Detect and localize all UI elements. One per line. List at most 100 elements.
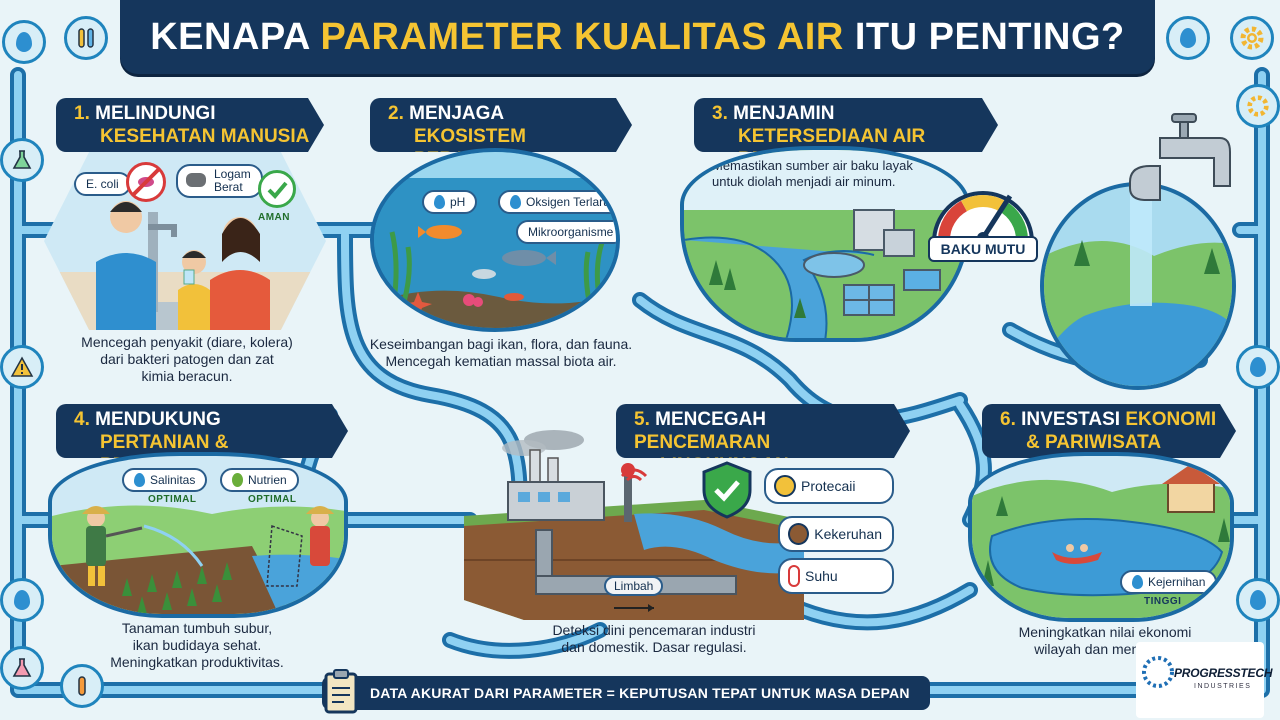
suhu-text: Suhu	[805, 568, 838, 584]
flask-icon	[0, 138, 44, 182]
section-2-heading: 2. MENJAGA EKOSISTEM PERAIRAN	[370, 98, 632, 152]
farm-fishing-illustration	[52, 505, 344, 614]
section-3-number: 3.	[712, 103, 728, 124]
aman-label: AMAN	[258, 212, 290, 223]
section-6-line1b: EKONOMI	[1125, 409, 1217, 430]
metal-rocks-icon	[186, 173, 206, 187]
caption-line: Meningkatkan nilai ekonomi	[1018, 624, 1192, 640]
caption-line: Mencegah penyakit (diare, kolera)	[81, 334, 293, 350]
tinggi-label: TINGGI	[1144, 596, 1182, 607]
baku-mutu-label: BAKU MUTU	[928, 236, 1038, 262]
section-4-line1: MENDUKUNG	[95, 409, 221, 430]
section-3-heading: 3. MENJAMIN KETERSEDIAAN AIR BERSIH	[694, 98, 998, 152]
mikroorganisme-label: Mikroorganisme	[516, 220, 616, 244]
section-6-line2: & PARIWISATA	[1026, 432, 1162, 453]
mikro-text: Mikroorganisme	[528, 225, 614, 239]
caption-line: Meningkatkan produktivitas.	[110, 654, 284, 670]
ph-label: pH	[422, 190, 478, 214]
banner-text: DATA AKURAT DARI PARAMETER = KEPUTUSAN T…	[370, 685, 910, 701]
section-5-line1a: MENCEGAH	[655, 409, 766, 430]
salinitas-text: Salinitas	[150, 473, 196, 487]
caption-line: dari bakteri patogen dan zat	[100, 351, 274, 367]
river-landscape	[1044, 186, 1232, 386]
faucet-icon	[1129, 113, 1231, 201]
test-tube-icon	[60, 664, 104, 708]
gauge-dial-icon	[932, 191, 1034, 244]
section-2-scene: pH Oksigen Terlarut Mikroorganisme	[370, 148, 620, 332]
water-treatment-illustration	[684, 150, 966, 338]
berat-text: Berat	[214, 180, 243, 194]
water-drop-icon	[1132, 575, 1143, 589]
clipboard-icon	[322, 668, 360, 714]
water-drop-icon	[1236, 578, 1280, 622]
test-tube-icon	[64, 16, 108, 60]
water-drop-icon	[434, 195, 445, 209]
flask-icon	[0, 646, 44, 690]
tourism-lake-illustration	[972, 464, 1230, 618]
oksigen-label: Oksigen Terlarut	[498, 190, 616, 214]
water-drop-icon	[0, 578, 44, 622]
water-drop-icon	[510, 195, 521, 209]
section-1-heading: 1. MELINDUNGI KESEHATAN MANUSIA	[56, 98, 324, 152]
note-line: Memastikan sumber air baku layak	[712, 158, 913, 173]
section-5-caption: Deteksi dini pencemaran industri dan dom…	[534, 622, 774, 656]
gear-icon	[1236, 84, 1280, 128]
faucet-scene	[1040, 182, 1236, 390]
title-part2: ITU PENTING?	[843, 15, 1125, 58]
section-6-line1a: INVESTASI	[1021, 409, 1126, 430]
section-6-scene: Kejernihan TINGGI	[968, 452, 1234, 622]
caption-line: Tanaman tumbuh subur,	[121, 620, 273, 636]
limbah-text: Limbah	[614, 579, 654, 593]
kejernihan-text: Kejernihan	[1148, 575, 1206, 589]
logo-mark-icon	[1142, 656, 1174, 688]
company-logo: PROGRESSTECH INDUSTRIES	[1136, 642, 1272, 718]
ph-text: pH	[450, 195, 466, 209]
section-3-scene: Memastikan sumber air baku layak untuk d…	[680, 146, 970, 342]
conclusion-banner: DATA AKURAT DARI PARAMETER = KEPUTUSAN T…	[322, 676, 930, 710]
nutrien-text: Nutrien	[248, 473, 287, 487]
water-drop-icon	[1166, 16, 1210, 60]
kejernihan-label: Kejernihan	[1120, 570, 1218, 594]
thermometer-icon	[788, 565, 800, 587]
logo-name: PROGRESSTECH	[1174, 666, 1273, 680]
baku-mutu-gauge: BAKU MUTU	[924, 166, 1042, 276]
warning-icon	[0, 345, 44, 389]
section-5-line1b: PENCEMARAN	[634, 432, 771, 453]
wifi-sensor-icon	[618, 464, 650, 490]
section-4-number: 4.	[74, 409, 90, 430]
protecaii-text: Protecaii	[801, 478, 856, 494]
section-2-caption: Keseimbangan bagi ikan, flora, dan fauna…	[356, 336, 646, 370]
salinitas-label: Salinitas	[122, 468, 208, 492]
oksigen-text: Oksigen Terlarut	[526, 195, 614, 209]
kekeruhan-label: Kekeruhan	[778, 516, 894, 552]
ecoli-label: E. coli	[74, 172, 131, 196]
kekeruhan-text: Kekeruhan	[814, 526, 882, 542]
section-2-number: 2.	[388, 103, 404, 124]
gear-icon	[1230, 16, 1274, 60]
logam-text: Logam	[214, 167, 251, 181]
section-1-line1: MELINDUNGI	[95, 103, 216, 124]
ecoli-text: E. coli	[86, 177, 119, 191]
section-2-line1: MENJAGA	[409, 103, 505, 124]
section-1-scene: E. coli Logam Berat AMAN	[44, 152, 326, 330]
caption-line: kimia beracun.	[141, 368, 233, 384]
shield-check-icon	[700, 460, 754, 520]
section-4-caption: Tanaman tumbuh subur, ikan budidaya seha…	[66, 620, 328, 671]
nutrient-icon	[232, 473, 243, 487]
turbidity-icon	[788, 523, 810, 545]
limbah-label: Limbah	[604, 576, 664, 596]
logo-sub: INDUSTRIES	[1194, 683, 1252, 690]
caption-line: Mencegah kematian massal biota air.	[385, 353, 617, 369]
title-part1: KENAPA	[150, 15, 321, 58]
caption-line: dan domestik. Dasar regulasi.	[561, 639, 747, 655]
section-1-line2: KESEHATAN MANUSIA	[100, 126, 310, 147]
nutrien-label: Nutrien	[220, 468, 299, 492]
protecaii-label: Protecaii	[764, 468, 894, 504]
section-5-number: 5.	[634, 409, 650, 430]
no-bacteria-icon	[126, 162, 166, 202]
salinitas-optimal: OPTIMAL	[148, 494, 197, 505]
water-drop-icon	[2, 20, 46, 64]
caption-line: ikan budidaya sehat.	[132, 637, 262, 653]
water-drop-icon	[1236, 345, 1280, 389]
caption-line: Keseimbangan bagi ikan, flora, dan fauna…	[369, 336, 633, 352]
